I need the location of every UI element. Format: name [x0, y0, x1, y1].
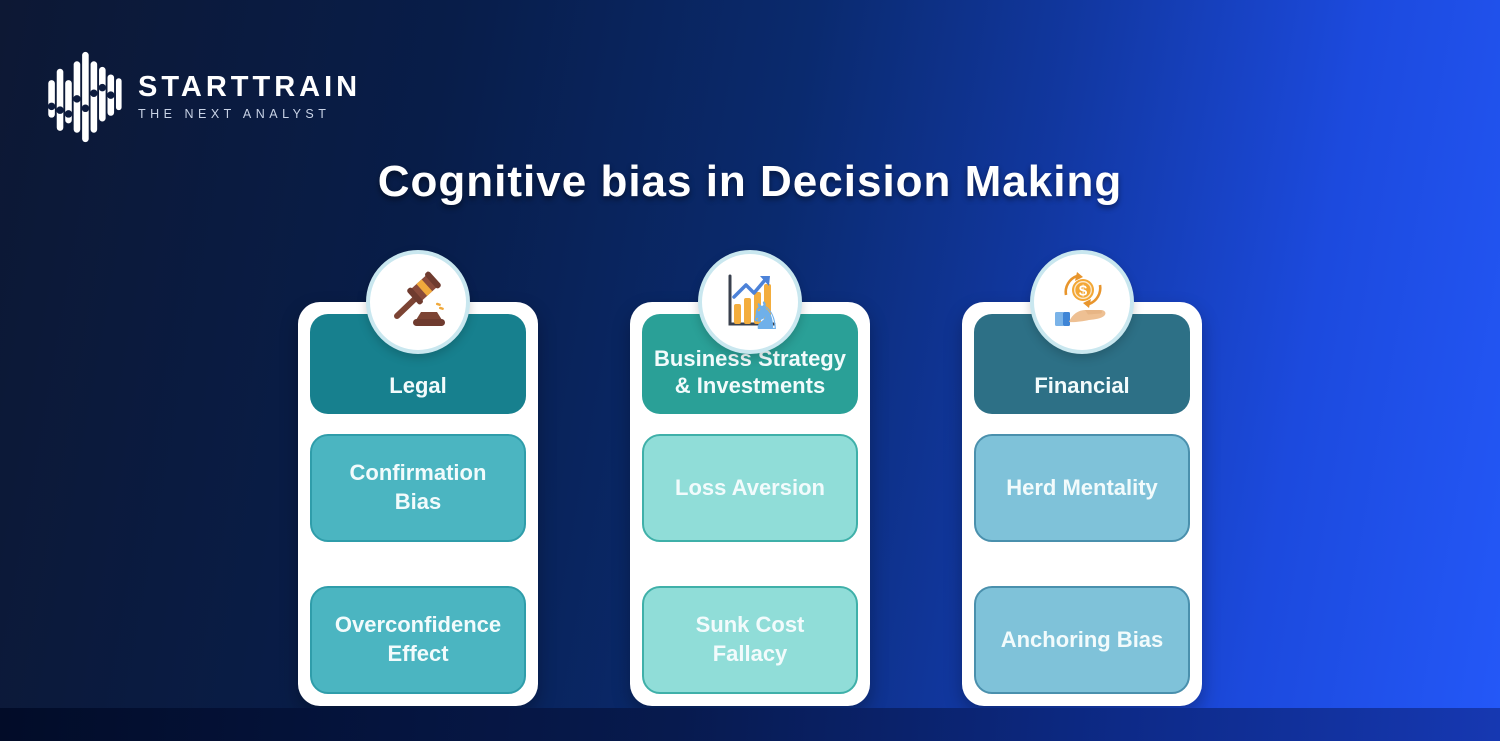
brand-name: STARTTRAIN: [138, 71, 362, 104]
brand-tagline: THE NEXT ANALYST: [138, 107, 331, 122]
card-legal: Legal Confirmation Bias Overconfidence E…: [298, 250, 538, 706]
bias-item: Sunk Cost Fallacy: [642, 586, 858, 694]
bias-item: Overconfidence Effect: [310, 586, 526, 694]
cards-row: Legal Confirmation Bias Overconfidence E…: [0, 250, 1500, 706]
footer-band: [0, 708, 1500, 741]
bias-item: Anchoring Bias: [974, 586, 1190, 694]
card-financial: $ Financial Herd Mentality Anchoring Bia…: [962, 250, 1202, 706]
bias-item: Loss Aversion: [642, 434, 858, 542]
bias-item: Herd Mentality: [974, 434, 1190, 542]
brand-logo: STARTTRAIN THE NEXT ANALYST: [46, 50, 361, 144]
card-header-business: Business Strategy & Investments: [642, 314, 858, 414]
money-hand-icon: $: [1030, 250, 1134, 354]
bias-item: Confirmation Bias: [310, 434, 526, 542]
equalizer-bars-icon: [46, 50, 122, 144]
page-title: Cognitive bias in Decision Making: [377, 157, 1123, 206]
card-business-strategy: ♞ Business Strategy & Investments Loss A…: [630, 250, 870, 706]
svg-text:♞: ♞: [748, 294, 782, 334]
svg-text:$: $: [1079, 283, 1088, 300]
strategy-chart-icon: ♞: [698, 250, 802, 354]
gavel-icon: [366, 250, 470, 354]
